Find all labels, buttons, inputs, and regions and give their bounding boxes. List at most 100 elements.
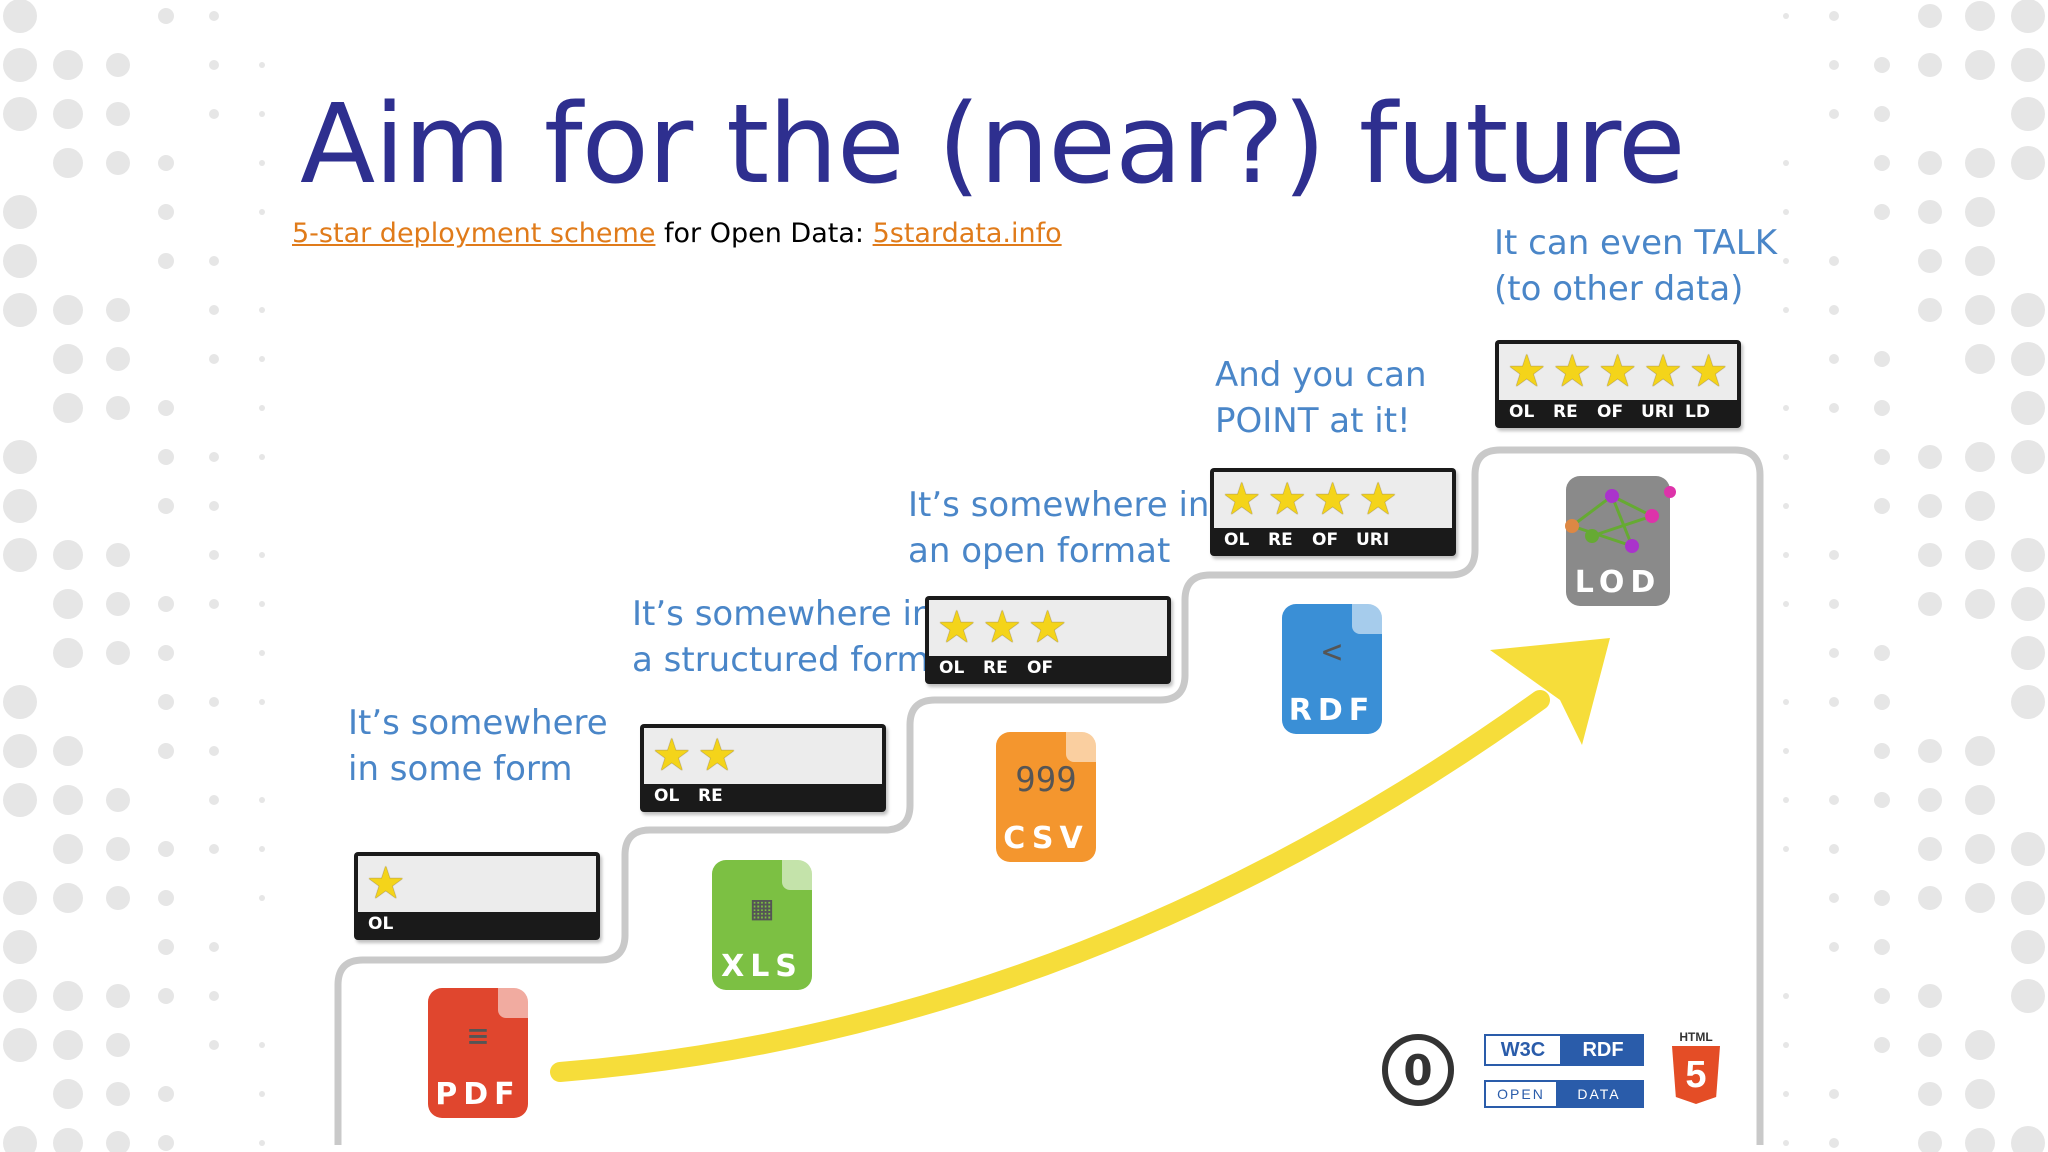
star-icon: ★ bbox=[1643, 347, 1683, 396]
badge-label: OL bbox=[368, 914, 394, 934]
two-star-badge: ★★ OL RE bbox=[640, 724, 886, 812]
step-3-caption-line-1: It’s somewhere in bbox=[908, 485, 1210, 525]
five-star-scheme-link[interactable]: 5-star deployment scheme bbox=[292, 218, 656, 249]
badge-label: RE bbox=[983, 658, 1008, 678]
page-fold bbox=[782, 860, 812, 890]
step-5-caption-line-1: It can even TALK bbox=[1494, 223, 1777, 263]
star-icon: ★ bbox=[1688, 347, 1729, 396]
cc-zero-icon: 0 bbox=[1382, 1034, 1454, 1106]
badge-label: RE bbox=[698, 786, 723, 806]
star-icon: ★ bbox=[366, 859, 406, 908]
step-1-caption: It’s somewhere in some form bbox=[348, 700, 608, 792]
open-data-text-a: OPEN bbox=[1497, 1086, 1545, 1102]
badge-label: OF bbox=[1027, 658, 1054, 678]
open-data-logo: OPEN DATA bbox=[1484, 1080, 1644, 1108]
step-2-caption-line-1: It’s somewhere in bbox=[632, 594, 934, 634]
step-2-caption-line-2: a structured form bbox=[632, 640, 930, 680]
star-icon: ★ bbox=[697, 731, 737, 780]
step-3-caption: It’s somewhere in an open format bbox=[908, 482, 1209, 574]
fivestardata-link[interactable]: 5stardata.info bbox=[872, 218, 1062, 249]
badge-label: OL bbox=[654, 786, 680, 806]
html5-icon: HTML 5 bbox=[1668, 1030, 1724, 1110]
badge-label-row: OL RE OF URI bbox=[1224, 528, 1400, 552]
xls-file-icon: ▦ XLS bbox=[712, 860, 812, 990]
step-2-caption: It’s somewhere in a structured form bbox=[632, 591, 933, 683]
badge-label: OL bbox=[939, 658, 965, 678]
badge-star-row: ★★★★ bbox=[1214, 472, 1452, 528]
badge-label: LD bbox=[1685, 402, 1710, 422]
badge-label-row: OL RE OF URI LD bbox=[1509, 400, 1729, 424]
badge-label: OF bbox=[1312, 530, 1339, 550]
rdf-file-icon: < RDF bbox=[1282, 604, 1382, 734]
linked-data-network-icon bbox=[1565, 486, 1676, 553]
star-icon: ★ bbox=[652, 731, 692, 780]
badge-star-row: ★★★ bbox=[929, 600, 1167, 656]
step-4-caption-line-1: And you can bbox=[1215, 355, 1427, 395]
step-1-caption-line-1: It’s somewhere bbox=[348, 703, 608, 743]
star-icon: ★ bbox=[1507, 347, 1547, 396]
star-icon: ★ bbox=[982, 603, 1022, 652]
step-4-caption-line-2: POINT at it! bbox=[1215, 401, 1411, 441]
growth-arrow-shaft bbox=[550, 690, 1550, 1082]
comma-values-icon: 999 bbox=[1015, 760, 1077, 800]
badge-star-row: ★★★★★ bbox=[1499, 344, 1737, 400]
badge-star-row: ★ bbox=[358, 856, 596, 912]
badge-label: OF bbox=[1597, 402, 1624, 422]
badge-label-row: OL RE OF bbox=[939, 656, 1071, 680]
badge-label: OL bbox=[1224, 530, 1250, 550]
star-icon: ★ bbox=[1597, 347, 1638, 396]
star-icon: ★ bbox=[1027, 603, 1068, 652]
share-graph-icon: < bbox=[1321, 632, 1343, 672]
w3c-logo-text: W3C bbox=[1484, 1034, 1562, 1066]
badge-label: OL bbox=[1509, 402, 1535, 422]
slide-title: Aim for the (near?) future bbox=[300, 80, 1686, 208]
spreadsheet-grid-icon: ▦ bbox=[751, 888, 773, 928]
star-icon: ★ bbox=[937, 603, 977, 652]
pdf-file-icon: ≡ PDF bbox=[428, 988, 528, 1118]
step-1-caption-line-2: in some form bbox=[348, 749, 573, 789]
rdf-logo-text: RDF bbox=[1562, 1034, 1644, 1066]
rdf-label: RDF bbox=[1288, 693, 1376, 728]
step-5-caption: It can even TALK (to other data) bbox=[1494, 220, 1777, 312]
csv-file-icon: 999 CSV bbox=[996, 732, 1096, 862]
page-fold bbox=[1066, 732, 1096, 762]
html5-label: HTML bbox=[1679, 1030, 1713, 1044]
open-data-text-b: DATA bbox=[1556, 1082, 1642, 1106]
badge-label: URI bbox=[1356, 530, 1390, 550]
badge-label: RE bbox=[1268, 530, 1293, 550]
step-4-caption: And you can POINT at it! bbox=[1215, 352, 1427, 444]
page-fold bbox=[1352, 604, 1382, 634]
star-icon: ★ bbox=[1222, 475, 1262, 524]
badge-label-row: OL bbox=[368, 912, 412, 936]
xls-label: XLS bbox=[721, 949, 803, 984]
star-icon: ★ bbox=[1552, 347, 1592, 396]
pdf-label: PDF bbox=[435, 1077, 521, 1112]
lod-icon: LOD bbox=[1565, 476, 1676, 606]
badge-label: URI bbox=[1641, 402, 1675, 422]
growth-arrow-head bbox=[1490, 638, 1610, 745]
step-5-caption-line-2: (to other data) bbox=[1494, 269, 1744, 309]
staircase-outline bbox=[334, 446, 1764, 1145]
html5-shield: 5 bbox=[1672, 1046, 1720, 1104]
w3c-rdf-logo: W3C RDF bbox=[1484, 1034, 1644, 1066]
star-icon: ★ bbox=[1267, 475, 1307, 524]
lod-label: LOD bbox=[1574, 565, 1662, 600]
one-star-badge: ★ OL bbox=[354, 852, 600, 940]
subtitle-text: for Open Data: bbox=[655, 218, 873, 249]
csv-label: CSV bbox=[1003, 821, 1089, 856]
document-lines-icon: ≡ bbox=[467, 1016, 489, 1056]
step-3-caption-line-2: an open format bbox=[908, 531, 1171, 571]
badge-star-row: ★★ bbox=[644, 728, 882, 784]
badge-label-row: OL RE bbox=[654, 784, 742, 808]
page-fold bbox=[498, 988, 528, 1018]
subtitle-line: 5-star deployment scheme for Open Data: … bbox=[292, 218, 1062, 249]
badge-label: RE bbox=[1553, 402, 1578, 422]
star-icon: ★ bbox=[1312, 475, 1353, 524]
star-icon: ★ bbox=[1358, 475, 1398, 524]
